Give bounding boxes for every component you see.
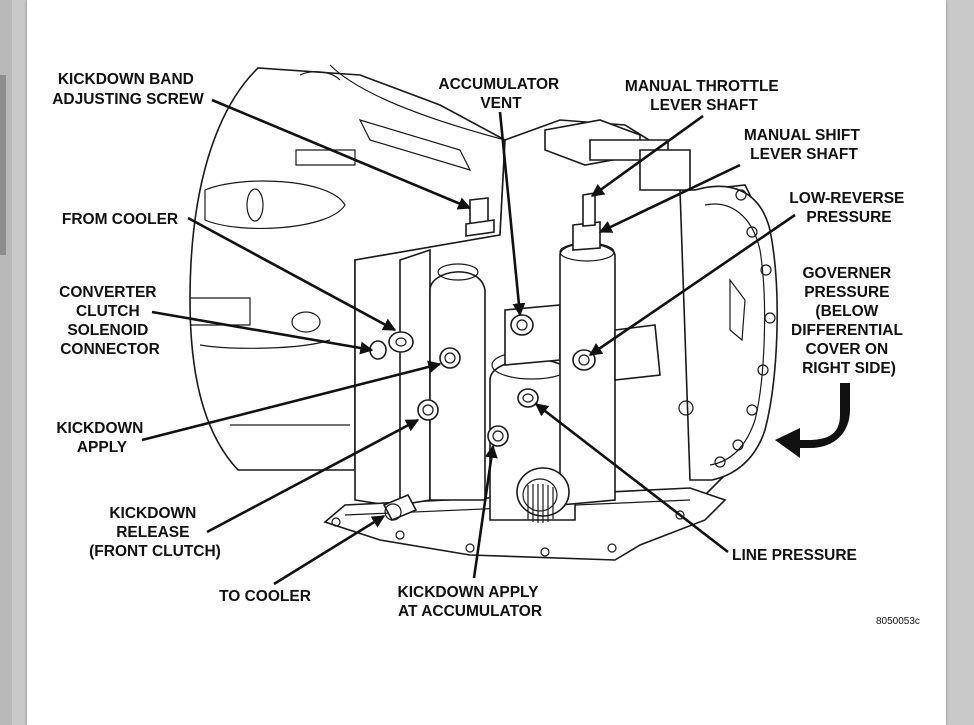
label-to-cooler: TO COOLER: [219, 588, 311, 605]
scrollbar-thumb[interactable]: [0, 75, 6, 255]
transmission-illustration: [189, 64, 778, 561]
leader-manual-throttle: [590, 114, 704, 198]
label-low-reverse: LOW-REVERSE PRESSURE: [789, 190, 908, 226]
leader-lines: [141, 98, 796, 586]
label-accumulator-vent: ACCUMULATOR VENT: [438, 76, 563, 112]
figure-code: 8050053c: [876, 616, 920, 627]
label-kickdown-release: KICKDOWN RELEASE (FRONT CLUTCH): [89, 505, 221, 560]
label-kickdown-accumulator: KICKDOWN APPLY AT ACCUMULATOR: [398, 584, 543, 620]
leader-kickdown-accumulator: [472, 444, 498, 579]
leader-accumulator-vent: [498, 111, 526, 317]
leader-to-cooler: [273, 514, 386, 586]
solenoid-connector: [516, 467, 570, 523]
label-governer: GOVERNER PRESSURE (BELOW DIFFERENTIAL CO…: [791, 265, 907, 377]
leader-converter-clutch: [151, 310, 374, 355]
label-manual-shift: MANUAL SHIFT LEVER SHAFT: [744, 127, 864, 163]
label-from-cooler: FROM COOLER: [62, 211, 178, 228]
leader-manual-shift: [598, 163, 741, 234]
label-line-pressure: LINE PRESSURE: [732, 547, 857, 564]
label-kickdown-band: KICKDOWN BAND ADJUSTING SCREW: [52, 71, 204, 108]
governer-arrow: [775, 383, 850, 458]
label-manual-throttle: MANUAL THROTTLE LEVER SHAFT: [625, 78, 783, 114]
leader-kickdown-band: [211, 98, 472, 210]
leader-kickdown-apply: [141, 360, 442, 442]
leader-low-reverse: [588, 213, 796, 357]
pan-bolts: [331, 510, 685, 557]
labels: KICKDOWN BAND ADJUSTING SCREW ACCUMULATO…: [52, 71, 920, 627]
cover-bolts: [678, 189, 776, 468]
leader-line-pressure: [534, 402, 729, 554]
label-kickdown-apply: KICKDOWN APPLY: [56, 420, 147, 456]
leader-from-cooler: [187, 216, 397, 332]
fittings: [369, 197, 596, 522]
leader-kickdown-release: [206, 418, 420, 534]
label-converter-clutch: CONVERTER CLUTCH SOLENOID CONNECTOR: [59, 284, 161, 358]
